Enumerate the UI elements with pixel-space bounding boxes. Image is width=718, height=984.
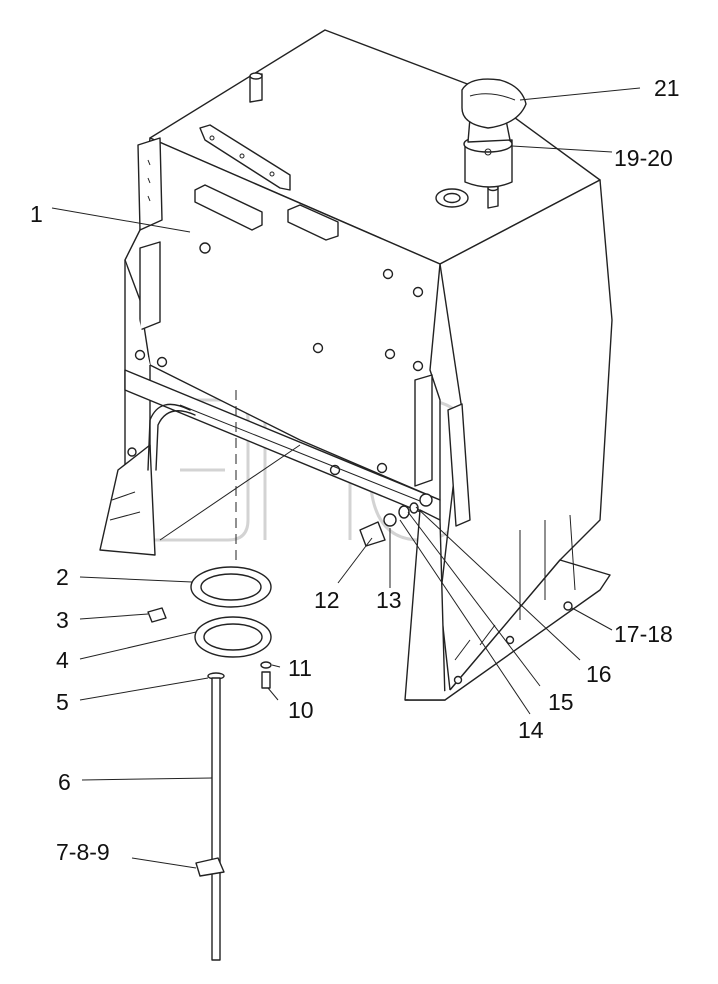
- bolt-10: [260, 661, 272, 689]
- callout-11: 11: [288, 655, 312, 681]
- callout-labels: 1 2 3 4 5 6 7-8-9 10 11 12 13 14 15 16 1…: [30, 75, 680, 865]
- dipstick: [195, 672, 225, 961]
- callout-10: 10: [288, 697, 314, 723]
- callout-15: 15: [548, 689, 574, 715]
- callout-13: 13: [376, 587, 402, 613]
- callout-7-8-9: 7-8-9: [56, 839, 110, 865]
- breather-cap: [461, 78, 527, 129]
- callout-19-20: 19-20: [614, 145, 673, 171]
- callout-16: 16: [586, 661, 612, 687]
- gasket-2: [190, 566, 272, 608]
- leader-lines: [51, 87, 641, 869]
- drain-fittings: [359, 493, 433, 547]
- bolt-bosses: [127, 242, 573, 685]
- callout-2: 2: [56, 564, 69, 590]
- hydraulic-tank: [99, 29, 613, 701]
- callout-21: 21: [654, 75, 680, 101]
- callout-3: 3: [56, 607, 69, 633]
- plug-3: [147, 607, 167, 623]
- callout-5: 5: [56, 689, 69, 715]
- callout-6: 6: [58, 769, 71, 795]
- callout-12: 12: [314, 587, 340, 613]
- cover-4: [194, 616, 272, 658]
- callout-4: 4: [56, 647, 69, 673]
- callout-17-18: 17-18: [614, 621, 673, 647]
- callout-1: 1: [30, 201, 43, 227]
- callout-14: 14: [518, 717, 544, 743]
